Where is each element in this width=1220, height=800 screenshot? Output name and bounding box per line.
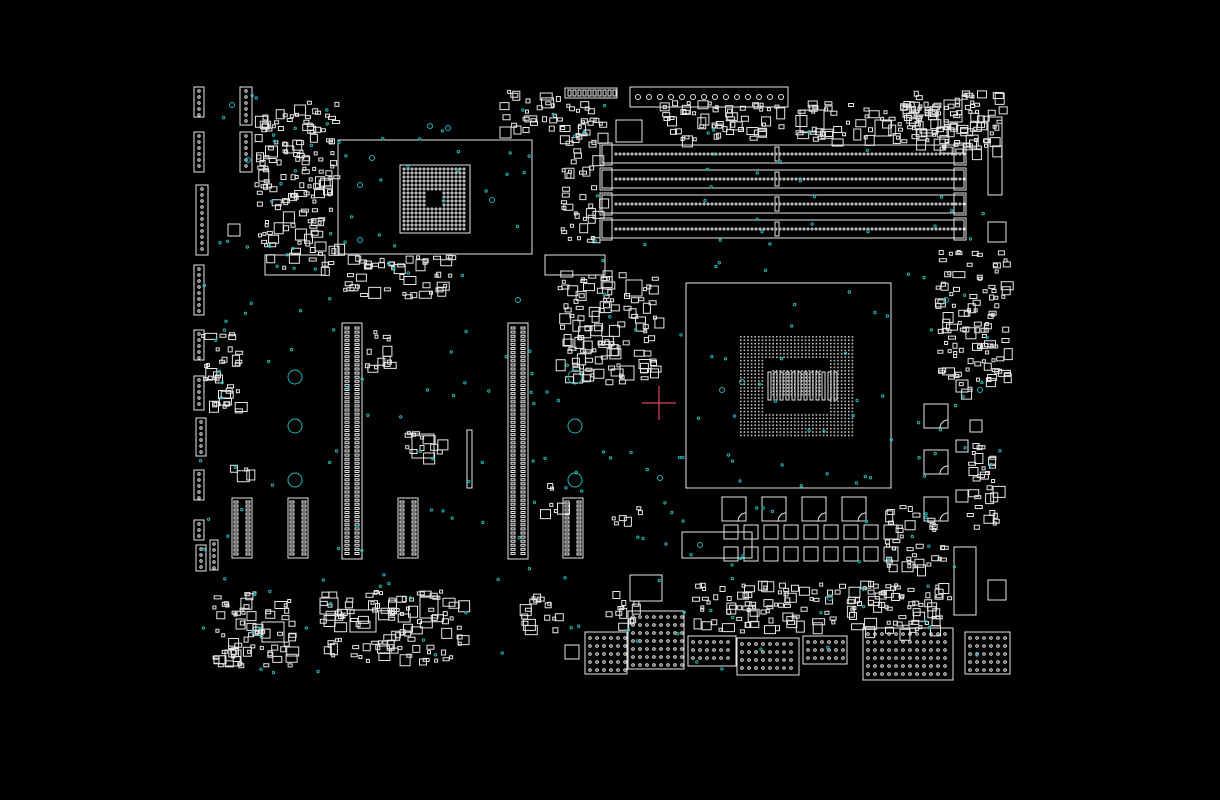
audio-codec[interactable] xyxy=(630,575,662,601)
bridge-bga-grid xyxy=(403,168,465,230)
vrm-chokes[interactable] xyxy=(722,380,982,521)
expansion-slot-2[interactable] xyxy=(508,323,528,559)
narrow-slot[interactable] xyxy=(467,430,472,488)
crosshair-icon xyxy=(642,386,676,420)
cpu-socket[interactable] xyxy=(686,283,891,488)
mounting-holes xyxy=(288,370,582,487)
left-edge-headers[interactable] xyxy=(194,87,252,571)
vias xyxy=(199,94,1001,673)
passive-components xyxy=(202,90,1014,667)
bridge-chip[interactable] xyxy=(338,140,532,254)
io-chip[interactable] xyxy=(545,255,605,275)
rear-io-connectors[interactable] xyxy=(585,611,1010,680)
top-power-connector[interactable] xyxy=(568,87,788,107)
flash-chip[interactable] xyxy=(265,255,325,275)
memory-slots[interactable] xyxy=(600,143,966,240)
top-header-small[interactable] xyxy=(565,88,617,98)
vrm-mosfets[interactable] xyxy=(682,525,898,561)
expansion-slot-1[interactable] xyxy=(342,323,362,559)
small-ics[interactable] xyxy=(232,498,583,558)
cpu-pin-field xyxy=(740,336,854,437)
